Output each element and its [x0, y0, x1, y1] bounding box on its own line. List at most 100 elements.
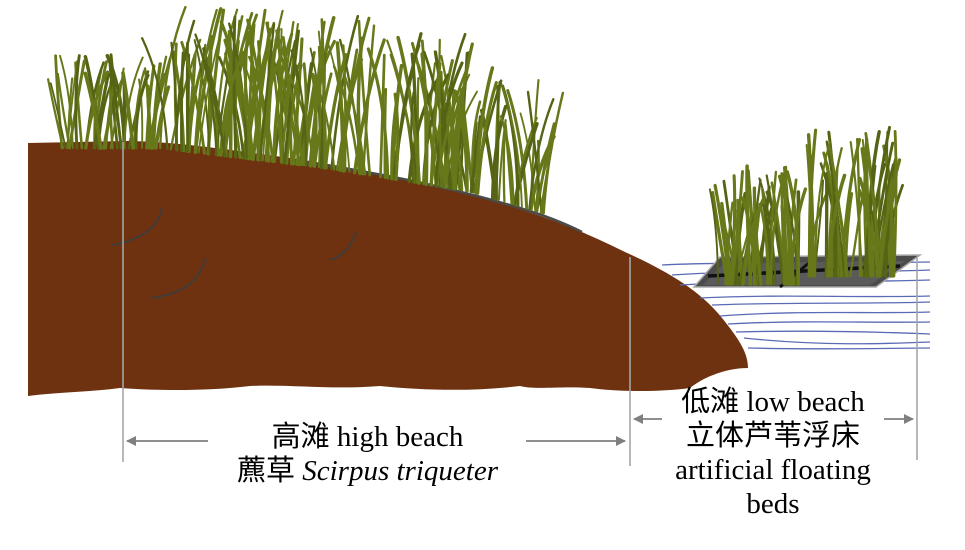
soil-bank [28, 141, 748, 396]
grass-blade [453, 89, 469, 193]
grass-blade [49, 82, 67, 149]
grass-blade [526, 90, 543, 214]
grass-blade [134, 73, 150, 150]
grass-blade [443, 87, 464, 189]
grass-blade [766, 170, 778, 286]
grass-blade [159, 5, 187, 150]
grass-blade [435, 64, 470, 188]
grass-blade [356, 36, 364, 176]
grass-clump-floating-bed [708, 125, 904, 286]
low-beach-en: low beach [746, 386, 865, 418]
grass-blade [379, 53, 386, 179]
grass-blade [459, 88, 474, 194]
grass-blade [865, 135, 872, 278]
grass-blade [814, 141, 831, 278]
grass-blade [276, 63, 295, 166]
grass-blade [892, 130, 898, 278]
low-beach-plant-en-2: beds [746, 488, 800, 520]
grass-blade [241, 50, 255, 161]
grass-blade [83, 71, 103, 150]
grass-blade [849, 181, 866, 278]
grass-blade [109, 67, 125, 150]
grass-blade [194, 33, 218, 156]
zone-dividers [122, 142, 918, 466]
grass-blade [476, 81, 498, 195]
double-arrow-icon [126, 414, 914, 446]
grass-blade [502, 119, 507, 203]
grass-blade [708, 188, 719, 285]
grass-blade [330, 14, 360, 171]
grass-blade [724, 201, 734, 286]
grass-blade [302, 62, 308, 167]
grass-blade [338, 48, 359, 172]
grass-blade [332, 65, 361, 175]
grass-blade [342, 44, 347, 173]
grass-blade [729, 174, 737, 286]
grass-blade [469, 115, 483, 194]
grass-blade [499, 115, 515, 206]
grass-blade [826, 173, 847, 278]
grass-clump-high-beach [47, 5, 565, 215]
grass-blade [310, 20, 326, 168]
grass-blade [438, 38, 443, 188]
grass-blade [170, 41, 178, 152]
grass-blade [506, 89, 529, 210]
high-beach-plant-zh: 藨草 [236, 455, 295, 487]
grass-blade [713, 183, 732, 286]
grass-blade [108, 62, 119, 150]
grass-blade [512, 122, 539, 207]
grass-blade [539, 91, 565, 214]
grass-blade [422, 62, 437, 185]
grass-blade [474, 66, 495, 195]
grass-blade [143, 67, 151, 150]
grass-blade [420, 52, 429, 186]
grass-blade [858, 176, 880, 278]
grass-blade [720, 201, 734, 286]
grass-blade [74, 54, 81, 150]
grass-blade [283, 29, 300, 165]
grass-blade [92, 72, 110, 150]
grass-blade [410, 91, 415, 184]
grass-blade [141, 37, 169, 150]
grass-blade [123, 56, 144, 149]
grass-blade [730, 170, 744, 286]
high-beach-title: 高滩 high beach [200, 420, 535, 454]
soil-cracks [111, 207, 357, 299]
grass-blade [858, 189, 875, 278]
low-beach-label: 低滩 low beach 立体芦苇浮床 artificial floating … [648, 385, 898, 521]
grass-blade [856, 137, 862, 278]
high-beach-label: 高滩 high beach 藨草 Scirpus triqueter [200, 420, 535, 488]
grass-blade [806, 133, 816, 278]
grass-blade [849, 140, 864, 278]
high-beach-zh: 高滩 [271, 421, 330, 453]
grass-blade [274, 38, 304, 166]
grass-blade [444, 90, 478, 189]
grass-blade [277, 31, 284, 164]
grass-blade [393, 92, 400, 181]
grass-blade [748, 202, 761, 286]
grass-blade [783, 165, 790, 286]
high-beach-plant-latin: Scirpus triqueter [302, 455, 498, 487]
grass-blade [215, 8, 239, 156]
grass-blade [383, 87, 388, 179]
grass-blade [47, 78, 65, 150]
grass-blade [390, 83, 402, 181]
grass-blade [256, 40, 262, 162]
grass-blade [67, 59, 86, 150]
grass-blade [180, 51, 185, 153]
low-beach-title: 低滩 low beach [648, 385, 898, 419]
grass-blade [741, 196, 757, 286]
low-beach-plant-zh: 立体芦苇浮床 [685, 420, 860, 452]
grass-blade [866, 130, 881, 278]
grass-blade [357, 19, 372, 177]
grass-blade [434, 61, 464, 188]
grass-blade [866, 158, 881, 277]
grass-blade [396, 35, 421, 185]
grass-blade [494, 84, 500, 200]
high-beach-plant: 藨草 Scirpus triqueter [200, 454, 535, 488]
grass-blade [259, 22, 276, 162]
grass-blade [343, 73, 367, 176]
grass-blade [197, 28, 223, 154]
grass-blade [290, 49, 308, 167]
